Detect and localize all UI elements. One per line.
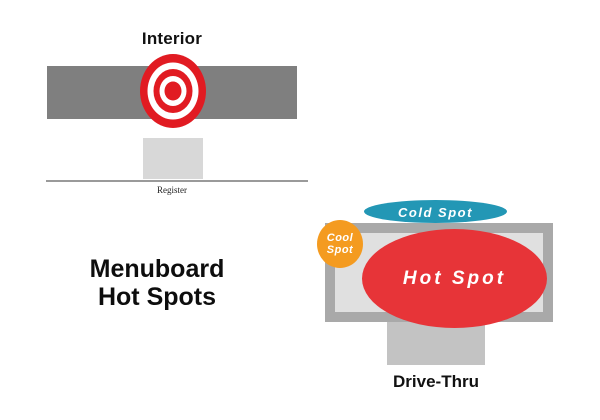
register-stand <box>143 138 203 179</box>
cold-spot-ellipse: Cold Spot <box>364 200 507 223</box>
main-title: Menuboard Hot Spots <box>47 255 267 311</box>
counter-line <box>46 180 308 182</box>
bullseye-target-icon <box>140 54 206 128</box>
main-title-line2: Hot Spots <box>97 283 217 311</box>
cool-spot-label-line2: Spot <box>326 244 354 256</box>
drive-thru-title: Drive-Thru <box>393 372 479 391</box>
drive-thru-stand <box>387 322 485 365</box>
interior-title: Interior <box>141 29 203 48</box>
hot-spot-ellipse: Hot Spot <box>362 229 547 328</box>
cold-spot-label: Cold Spot <box>398 204 473 220</box>
hot-spot-label: Hot Spot <box>402 267 507 289</box>
register-label: Register <box>157 185 187 195</box>
cool-spot-label-line1: Cool <box>326 231 354 244</box>
main-title-line1: Menuboard <box>89 255 225 283</box>
cool-spot-circle: Cool Spot <box>317 220 363 268</box>
